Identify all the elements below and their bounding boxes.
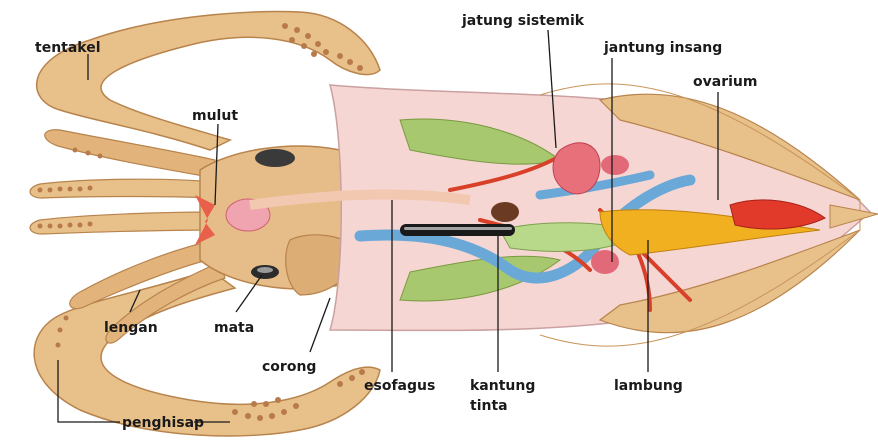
label-jatung-sistemik: jatung sistemik — [461, 13, 585, 29]
label-kantung: kantung — [470, 378, 535, 394]
label-mata: mata — [214, 320, 254, 336]
eye-upper — [255, 149, 295, 167]
label-lambung: lambung — [614, 378, 683, 394]
label-corong: corong — [262, 359, 316, 375]
head — [195, 146, 360, 295]
label-tentakel: tentakel — [35, 40, 101, 56]
label-ovarium: ovarium — [693, 74, 757, 90]
label-esofagus: esofagus — [364, 378, 435, 394]
label-penghisap: penghisap — [122, 415, 204, 431]
branchial-heart-lower — [591, 250, 619, 274]
upper-tentacle — [37, 12, 380, 150]
label-jantung-insang: jantung insang — [603, 40, 722, 56]
branchial-heart-upper — [601, 155, 629, 175]
label-tinta: tinta — [470, 398, 508, 414]
leader-corong — [310, 298, 330, 352]
label-mulut: mulut — [192, 108, 238, 124]
label-lengan: lengan — [104, 320, 158, 336]
systemic-heart — [553, 143, 600, 194]
arm-mid-lower — [30, 212, 215, 234]
